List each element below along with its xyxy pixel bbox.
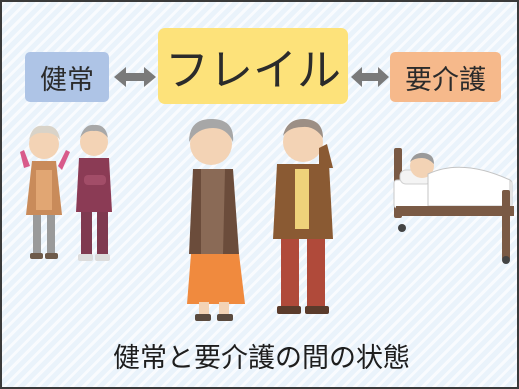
caption: 健常と要介護の間の状態 — [113, 343, 410, 374]
frail-elderly-couple-illustration — [187, 118, 333, 321]
care-needed-label: 要介護 — [405, 64, 486, 96]
healthy-label: 健常 — [40, 64, 94, 96]
frailty-label: フレイル — [165, 45, 341, 96]
double-arrow-right-icon — [351, 67, 389, 87]
double-arrow-left-icon — [114, 67, 156, 87]
frailty-label-box: フレイル — [158, 28, 348, 104]
healthy-elderly-couple-illustration — [20, 124, 112, 261]
healthy-label-box: 健常 — [25, 52, 109, 102]
care-needed-label-box: 要介護 — [390, 52, 501, 102]
bedridden-person-illustration — [393, 148, 514, 264]
